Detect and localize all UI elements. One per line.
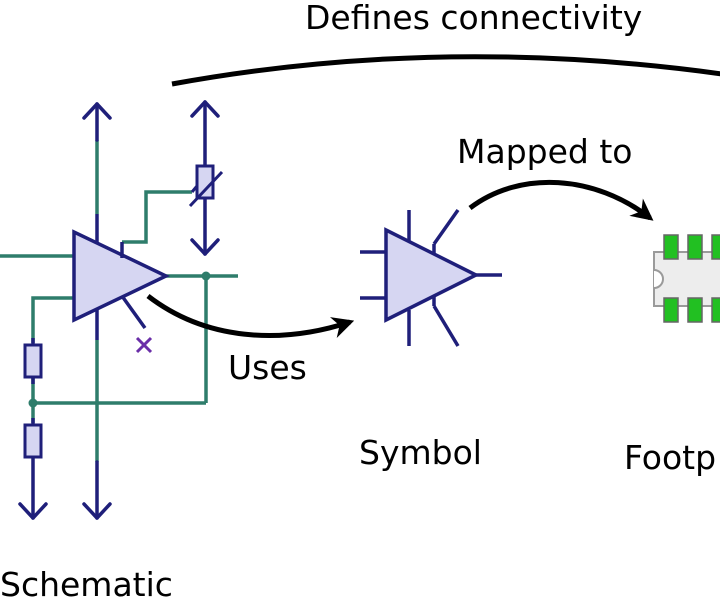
uses-label: Uses: [228, 348, 307, 387]
schematic-label: Schematic: [0, 565, 173, 600]
defines-connectivity-curve: [171, 54, 720, 87]
potentiometer: [188, 164, 224, 208]
resistor-2: [23, 418, 43, 459]
opamp-pins: [95, 214, 147, 340]
symbol-triangle: [384, 227, 480, 323]
power-arrows: [18, 100, 220, 520]
defines-connectivity-label: Defines connectivity: [305, 0, 642, 37]
footprint-pads: [663, 234, 720, 323]
junction-dots: [28, 271, 211, 408]
symbol-pins: [360, 208, 502, 347]
mapped-to-label: Mapped to: [457, 132, 632, 171]
symbol: [360, 208, 502, 347]
uses-arrow: [146, 294, 355, 338]
footprint-label: Footp: [624, 438, 716, 477]
schematic: [0, 100, 238, 520]
opamp-triangle: [72, 229, 171, 323]
mapped-to-arrow: [468, 179, 654, 221]
symbol-label: Symbol: [359, 433, 482, 472]
relation-arrows: [146, 54, 720, 338]
schematic-wires: [0, 140, 238, 462]
footprint-notch: [653, 269, 664, 289]
resistor-1: [23, 338, 43, 384]
footprint: [653, 234, 720, 323]
no-connect-marker: [135, 336, 153, 354]
